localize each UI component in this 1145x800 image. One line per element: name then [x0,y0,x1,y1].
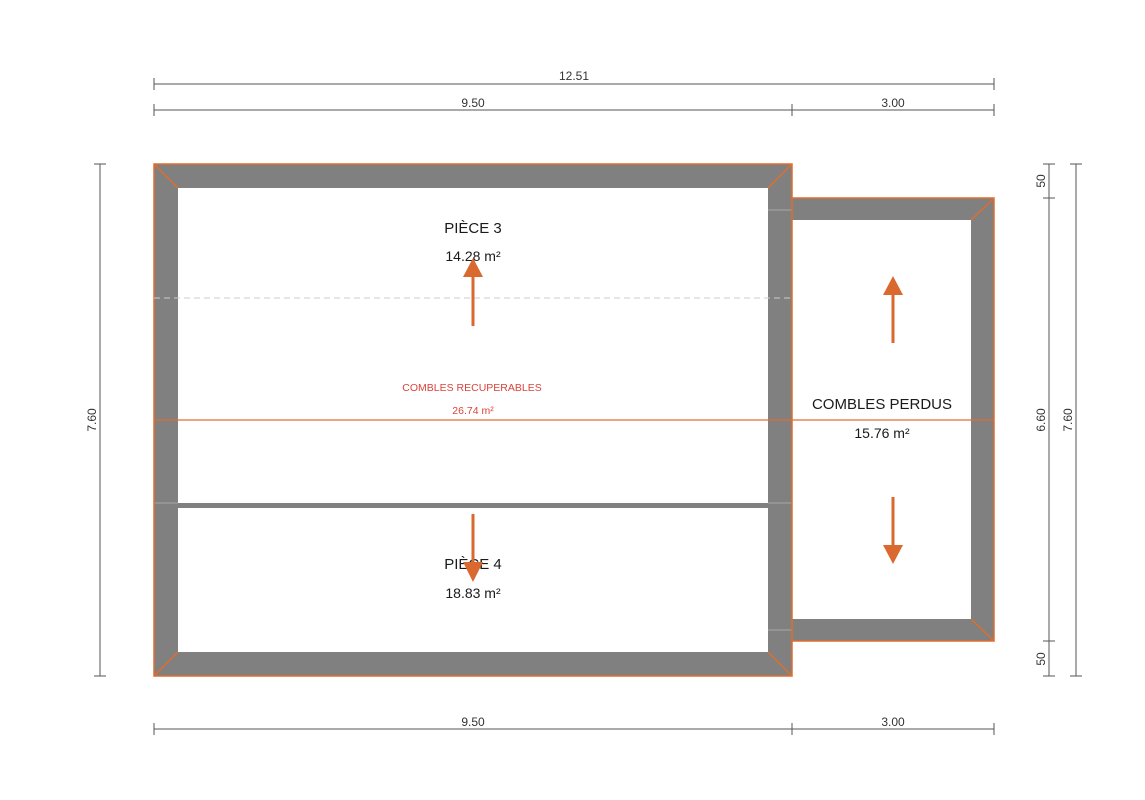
room-piece3-area: 14.28 m² [445,248,501,264]
dimension-right-total [1070,163,1082,677]
dimension-right-middle-label: 6.60 [1034,408,1048,432]
dimension-top-right-label: 3.00 [881,96,905,110]
slope-arrow-down-icon [463,514,483,582]
combles-recuperables-name: COMBLES RECUPERABLES [402,382,541,394]
dimension-top-total [153,78,995,90]
dimension-bottom-right-label: 3.00 [881,715,905,729]
dimension-top-total-label: 12.51 [559,69,589,83]
dimension-right-total-label: 7.60 [1061,408,1075,432]
slope-arrow-down-side-icon [883,497,903,564]
dimension-right-split [1043,163,1055,677]
slope-arrow-up-side-icon [883,276,903,343]
side-block-walls [792,198,994,641]
room-combles-perdus-area: 15.76 m² [854,425,910,441]
dimension-right-top-label: 50 [1034,174,1048,188]
room-piece4-area: 18.83 m² [445,585,501,601]
room-combles-perdus-name: COMBLES PERDUS [812,396,952,413]
dimension-top-split [153,104,995,116]
dimension-top-left-label: 9.50 [461,96,485,110]
dimension-right-bottom-label: 50 [1034,652,1048,666]
wall-joint-lines [154,209,792,631]
room-piece3-name: PIÈCE 3 [444,220,502,237]
dimension-left-height-label: 7.60 [85,408,99,432]
dimension-bottom-left-label: 9.50 [461,715,485,729]
dimension-bottom-split [153,723,995,735]
main-block-walls [154,164,792,676]
slope-arrow-up-icon [463,258,483,326]
dimension-left-height [94,163,106,677]
combles-recuperables-area: 26.74 m² [452,405,494,417]
